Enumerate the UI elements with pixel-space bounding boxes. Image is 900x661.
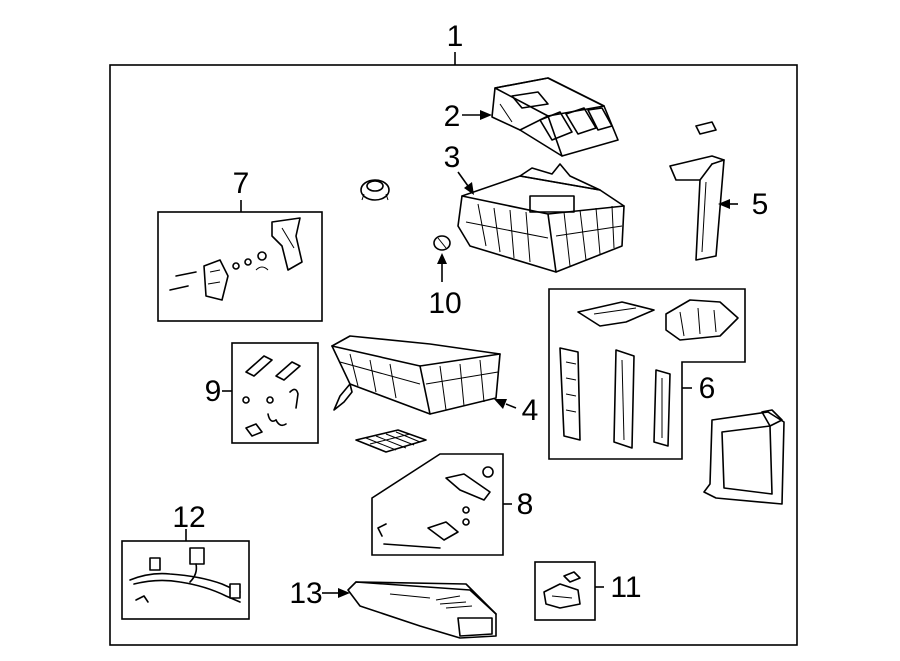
part-3-evaporator-case[interactable] (457, 163, 625, 273)
part-12-wiring-harness[interactable] (129, 547, 241, 603)
callout-4[interactable]: 4 (522, 394, 539, 427)
callout-5[interactable]: 5 (752, 188, 769, 221)
callout-10[interactable]: 10 (428, 287, 461, 320)
callout-10-arrow (437, 253, 447, 264)
part-8-linkage-kit[interactable] (377, 466, 494, 549)
callout-2-arrow (480, 110, 492, 120)
callout-4-arrow (494, 399, 507, 409)
part-9-box (231, 342, 319, 444)
callout-4-leader (505, 403, 517, 409)
callout-5-arrow (718, 199, 730, 209)
blower-plug[interactable] (360, 179, 390, 201)
part-10-grommet[interactable] (433, 235, 451, 251)
callout-11[interactable]: 11 (610, 571, 641, 604)
callout-7[interactable]: 7 (233, 167, 250, 200)
part-11-sensor[interactable] (543, 571, 581, 609)
callout-1[interactable]: 1 (447, 20, 464, 53)
part-4-lower-case[interactable] (331, 335, 501, 415)
part-7-box (157, 211, 323, 322)
part-6-box (548, 288, 746, 460)
part-12-box (121, 540, 250, 620)
part-13-floor-duct[interactable] (347, 581, 497, 639)
callout-9[interactable]: 9 (205, 375, 222, 408)
callout-13-arrow (338, 588, 350, 598)
part-5-side-duct[interactable] (669, 121, 725, 261)
part-11-box (534, 561, 596, 621)
part-7-actuator-kit[interactable] (169, 217, 303, 301)
part-9-clip-kit[interactable] (242, 355, 301, 437)
part-2-upper-case[interactable] (491, 77, 619, 157)
callout-3-arrow (464, 182, 474, 195)
callout-2[interactable]: 2 (444, 100, 461, 133)
callout-13[interactable]: 13 (289, 577, 322, 610)
callout-6[interactable]: 6 (699, 372, 716, 405)
filter-frame[interactable] (703, 409, 785, 505)
callout-8[interactable]: 8 (517, 488, 534, 521)
assembly-frame (109, 64, 798, 646)
filter-element[interactable] (355, 429, 427, 453)
part-6-damper-doors[interactable] (559, 299, 739, 449)
callout-12[interactable]: 12 (172, 501, 205, 534)
callout-3[interactable]: 3 (444, 141, 461, 174)
callout-3-leader (457, 171, 469, 187)
